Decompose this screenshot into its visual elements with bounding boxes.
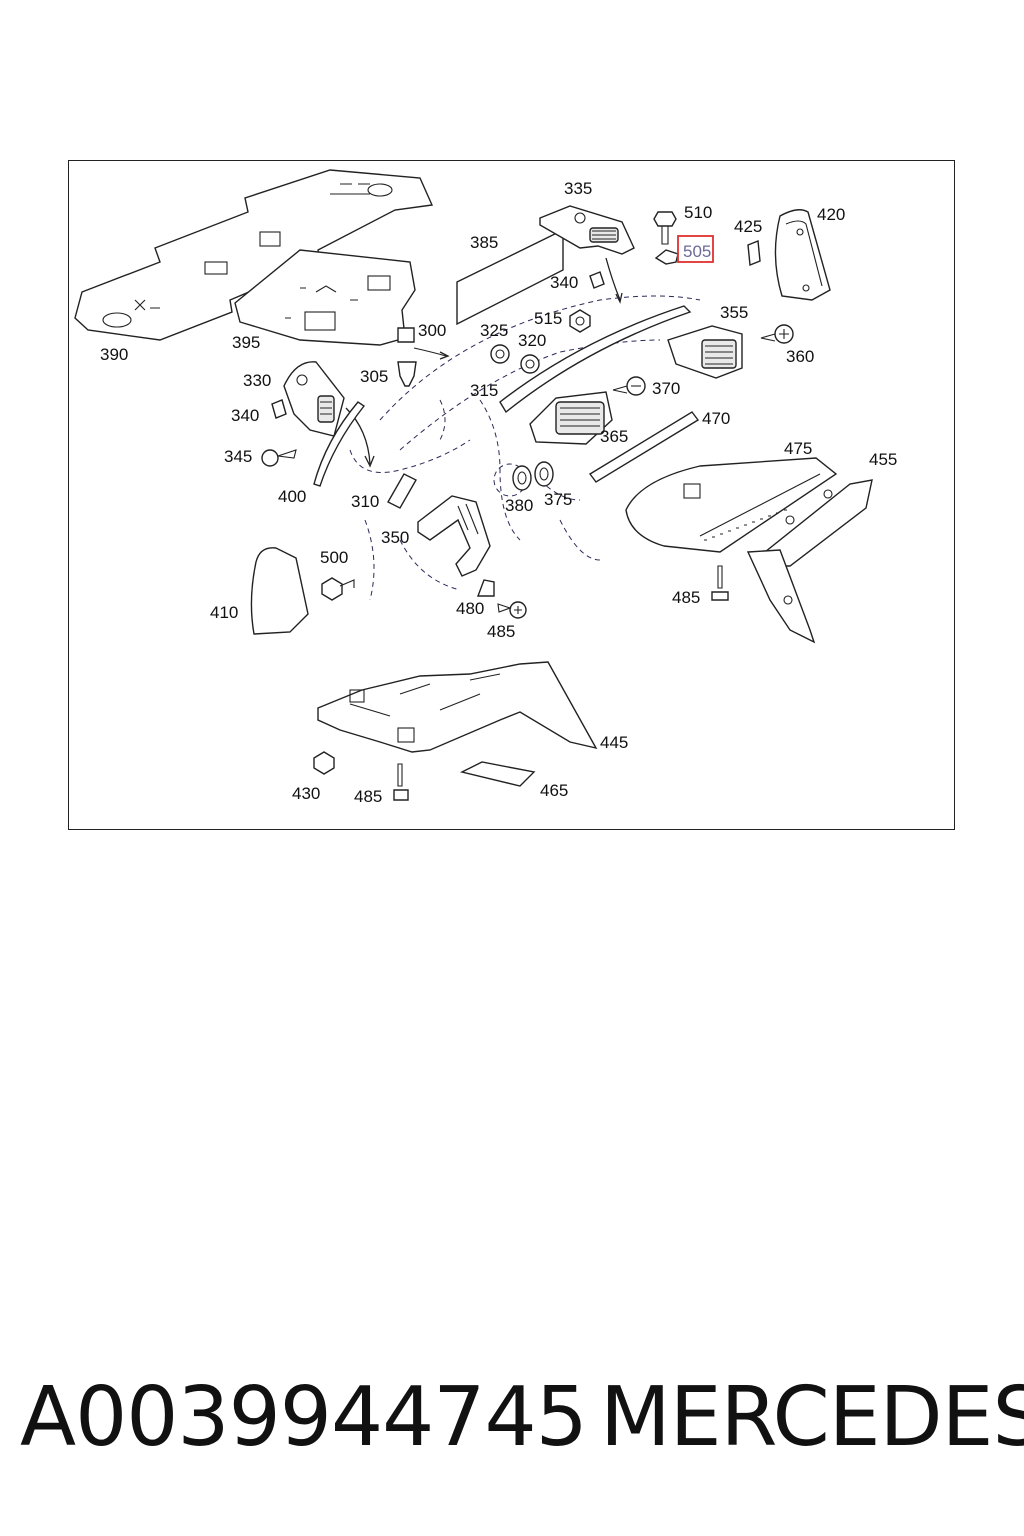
label-500: 500 (320, 548, 348, 567)
part-420-side-cover (774, 209, 831, 301)
part-340-clip-lower (271, 399, 287, 419)
part-385-panel (456, 228, 564, 326)
label-400: 400 (278, 487, 306, 506)
part-300-clip (397, 327, 450, 360)
part-335-center-vent (539, 205, 635, 255)
label-510: 510 (684, 203, 712, 222)
part-305-clip (397, 361, 417, 387)
part-370-screw (612, 376, 646, 396)
label-485-bottom: 485 (354, 787, 382, 806)
label-305: 305 (360, 367, 388, 386)
label-480: 480 (456, 599, 484, 618)
part-390-insulation-mat (74, 169, 434, 341)
part-number: A0039944745 (20, 1370, 588, 1465)
label-385: 385 (470, 233, 498, 252)
part-330-left-vent (283, 361, 345, 437)
label-375: 375 (544, 490, 572, 509)
label-445: 445 (600, 733, 628, 752)
part-485-screw-bottom (393, 763, 409, 801)
part-455-glovebox (746, 479, 873, 644)
label-505: 505 (683, 242, 711, 261)
label-340-upper: 340 (550, 273, 578, 292)
label-470: 470 (702, 409, 730, 428)
label-425: 425 (734, 217, 762, 236)
part-480-bracket (476, 579, 495, 597)
caption: A0039944745 MERCEDES (20, 1370, 1024, 1470)
arrow-head-335 (615, 292, 623, 304)
part-315-trim-strip (499, 305, 692, 414)
label-455: 455 (869, 450, 897, 469)
label-380: 380 (505, 496, 533, 515)
arrow-head-330 (364, 455, 375, 468)
part-410-side-cover (250, 547, 309, 635)
part-510-bolt (653, 211, 677, 245)
label-410: 410 (210, 603, 238, 622)
arrow-335 (605, 257, 621, 301)
label-485-mid: 485 (487, 622, 515, 641)
label-515: 515 (534, 309, 562, 328)
part-320-cap (520, 354, 540, 374)
label-340-lower: 340 (231, 406, 259, 425)
part-470-seal-strip (588, 411, 700, 483)
part-475-glovebox-lid (625, 457, 838, 553)
part-465-plate (459, 761, 536, 787)
part-380-ring (512, 465, 532, 491)
label-430: 430 (292, 784, 320, 803)
label-355: 355 (720, 303, 748, 322)
part-445-lower-trim (317, 661, 598, 753)
part-375-ring (534, 461, 554, 487)
label-300: 300 (418, 321, 446, 340)
highlight-box-505 (677, 235, 714, 263)
part-310-trim (387, 473, 417, 509)
brand-name: MERCEDES (600, 1370, 1024, 1465)
label-485-right: 485 (672, 588, 700, 607)
label-390: 390 (100, 345, 128, 364)
part-340-clip-upper (589, 271, 605, 289)
label-370: 370 (652, 379, 680, 398)
part-345-screw (261, 449, 297, 467)
part-485-screw-right (711, 565, 729, 601)
label-315: 315 (470, 381, 498, 400)
part-400-strip (313, 401, 366, 487)
part-395-floor-panel (234, 249, 416, 346)
part-430-clip (313, 751, 335, 775)
part-505-clip (654, 249, 679, 265)
label-335: 335 (564, 179, 592, 198)
part-515-nut (569, 309, 591, 333)
part-325-grommet (490, 344, 510, 364)
label-420: 420 (817, 205, 845, 224)
part-500-screw (321, 577, 355, 601)
label-350: 350 (381, 528, 409, 547)
part-360-screw (760, 324, 794, 344)
label-465: 465 (540, 781, 568, 800)
part-365-center-vent (529, 391, 613, 445)
label-475: 475 (784, 439, 812, 458)
label-360: 360 (786, 347, 814, 366)
label-310: 310 (351, 492, 379, 511)
label-345: 345 (224, 447, 252, 466)
label-395: 395 (232, 333, 260, 352)
part-485-screw-mid (497, 601, 527, 619)
part-425-clip (747, 240, 761, 266)
label-325: 325 (480, 321, 508, 340)
label-330: 330 (243, 371, 271, 390)
part-355-right-vent (667, 325, 743, 379)
part-350-bracket (417, 495, 491, 577)
label-365: 365 (600, 427, 628, 446)
label-320: 320 (518, 331, 546, 350)
